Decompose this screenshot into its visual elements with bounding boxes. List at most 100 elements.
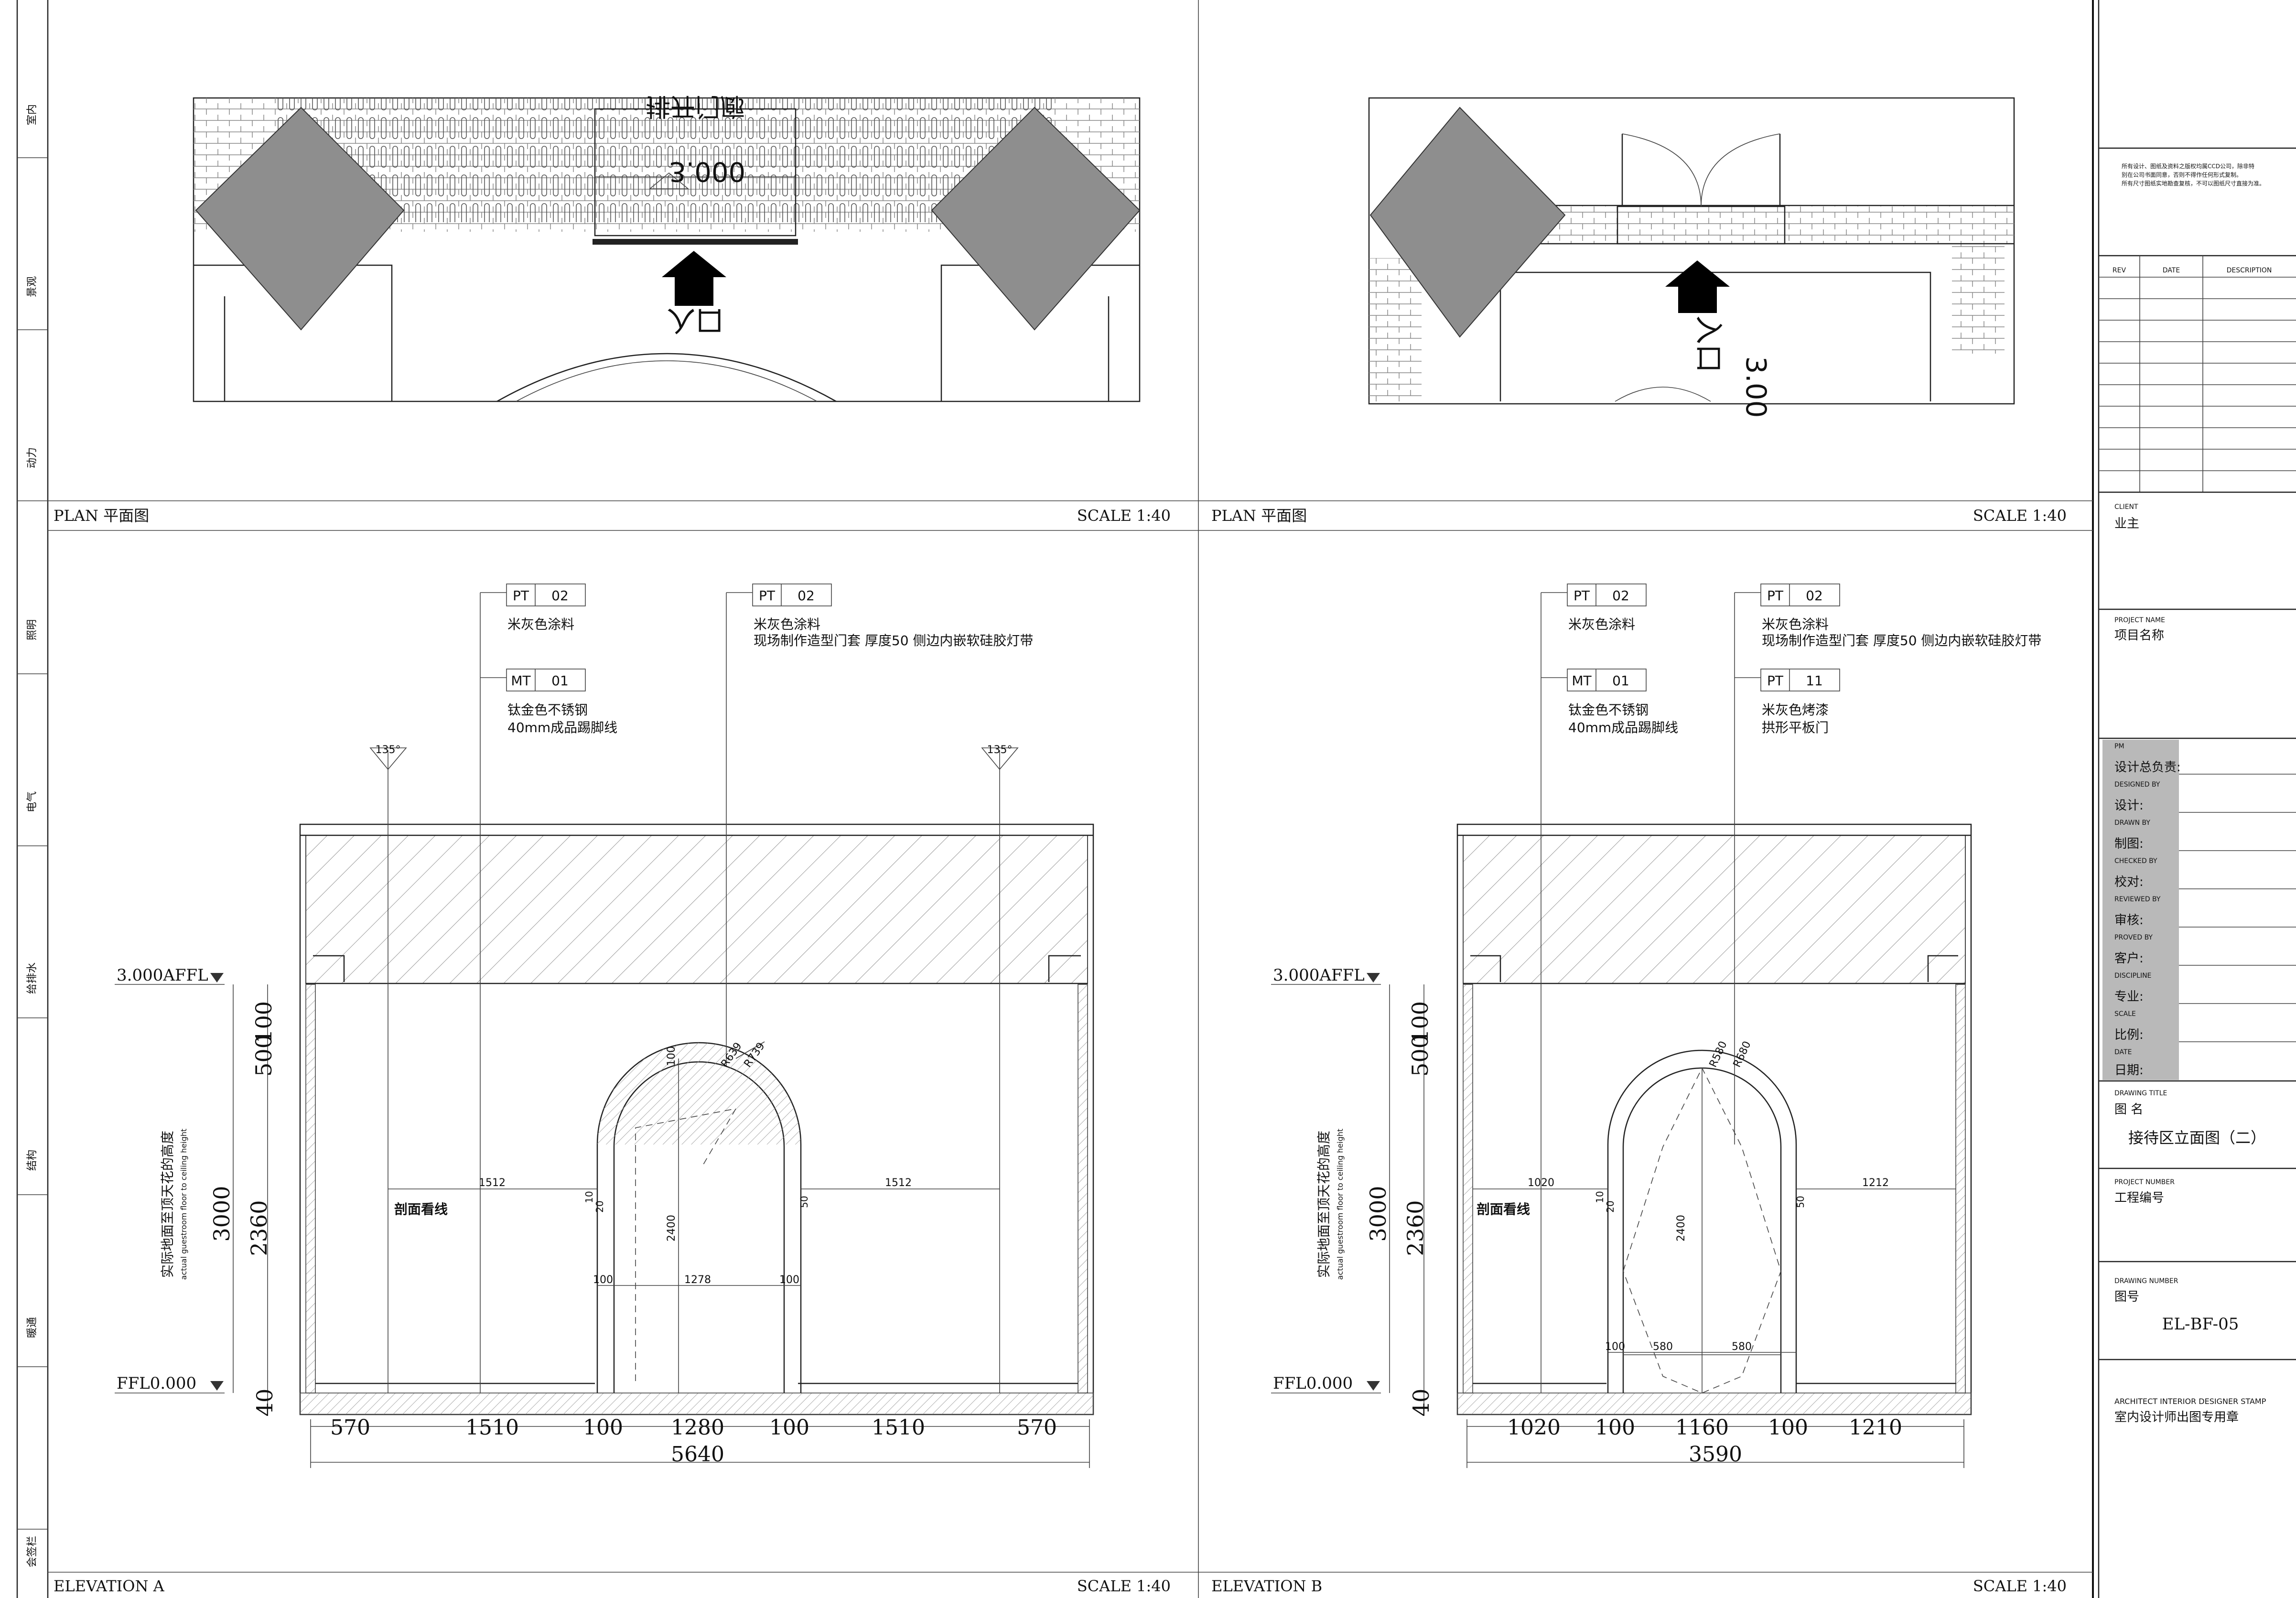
- elev-a-angle-left: 135°: [376, 744, 401, 756]
- elev-a-tag2-desc1: 钛金色不锈钢: [507, 702, 588, 718]
- elev-a-section-label: 剖面看线: [394, 1201, 448, 1217]
- elev-b-hdim-4: 1210: [1849, 1415, 1902, 1440]
- plan-b-title: PLAN 平面图: [1211, 507, 1307, 525]
- elev-a-scale: SCALE 1:40: [1077, 1577, 1171, 1595]
- strip-label: 室内: [26, 104, 38, 125]
- plan-a: 3.000 入口 排开门廊: [193, 92, 1141, 402]
- elev-b-tag2-code: MT: [1572, 673, 1592, 689]
- elev-b-title: ELEVATION B: [1211, 1577, 1322, 1595]
- role-cn: 审核:: [2114, 913, 2144, 928]
- strip-label: 暖通: [26, 1317, 38, 1338]
- elev-b-vdim-40: 40: [1408, 1389, 1434, 1417]
- plan-b-scale: SCALE 1:40: [1973, 507, 2067, 525]
- elev-b-inner-100: 100: [1605, 1341, 1625, 1353]
- elev-b-inner-left: 1020: [1528, 1177, 1554, 1189]
- plan-b: 入口 3.00: [1368, 97, 2015, 418]
- elev-b-inner-20: 20: [1605, 1200, 1616, 1212]
- elev-a-total: 5640: [671, 1442, 724, 1467]
- project-number-label: PROJECT NUMBER: [2114, 1178, 2175, 1186]
- elev-b-inner-50: 50: [1795, 1196, 1806, 1208]
- elev-b-tag4-num: 11: [1806, 673, 1823, 689]
- elev-b-vdim-2360: 2360: [1402, 1200, 1428, 1256]
- elev-a-inner-door: 1278: [684, 1274, 711, 1286]
- strip-label: 照明: [26, 619, 38, 640]
- plan-a-caption: 排开门廊: [646, 92, 745, 120]
- elev-a-inner-20: 20: [594, 1200, 605, 1212]
- elev-b-tag3-num: 02: [1806, 588, 1823, 604]
- elev-a-vnote-en: actual guestroom floor to ceiling height: [179, 1129, 188, 1280]
- role-en: REVIEWED BY: [2114, 896, 2161, 903]
- elev-a-hdim-5: 1510: [872, 1415, 925, 1440]
- elev-a-level-floor: FFL0.000: [117, 1374, 196, 1393]
- client-value: 业主: [2114, 517, 2139, 531]
- elev-b-hdim-3: 100: [1768, 1415, 1808, 1440]
- elev-a-inner-h: 2400: [666, 1215, 678, 1242]
- elev-a-tag3-desc2: 现场制作造型门套 厚度50 侧边内嵌软硅胶灯带: [754, 633, 1033, 648]
- elev-b-tag1-code: PT: [1574, 588, 1590, 604]
- elevation-a: [299, 592, 1094, 1415]
- role-cn: 设计总负责:: [2114, 760, 2181, 775]
- elev-b-level-floor: FFL0.000: [1273, 1374, 1353, 1393]
- role-cn: 专业:: [2114, 990, 2144, 1004]
- elev-b-inner-h: 2400: [1675, 1215, 1687, 1242]
- role-en: SCALE: [2114, 1010, 2136, 1018]
- elev-b-tag3-desc2: 现场制作造型门套 厚度50 侧边内嵌软硅胶灯带: [1762, 633, 2041, 648]
- elev-a-angle-right: 135°: [987, 744, 1013, 756]
- role-en: DESIGNED BY: [2114, 781, 2160, 788]
- role-en: DATE: [2114, 1048, 2132, 1056]
- note-line: 别在公司书面同意，否则不得作任何形式复制。: [2122, 171, 2242, 178]
- elev-a-tag1-num: 02: [551, 588, 569, 604]
- role-cn: 客户:: [2114, 951, 2144, 966]
- elev-b-inner-10: 10: [1594, 1191, 1606, 1203]
- elev-b-total: 3590: [1689, 1442, 1742, 1467]
- role-en: DRAWN BY: [2114, 819, 2150, 827]
- role-cn: 日期:: [2114, 1063, 2144, 1078]
- title-block: 所有设计、图纸及资料之版权均属CCD公司，除非特 别在公司书面同意，否则不得作任…: [2099, 147, 2296, 1425]
- elev-a-tag2-code: MT: [511, 673, 531, 689]
- stamp-label: ARCHITECT INTERIOR DESIGNER STAMP: [2114, 1397, 2266, 1406]
- strip-label: 景观: [26, 276, 38, 297]
- elev-a-vnote-cn: 实际地面至顶天花的高度: [160, 1131, 175, 1278]
- elev-a-vdim-500: 500: [251, 1035, 277, 1077]
- plan-a-level: 3.000: [669, 156, 745, 187]
- elev-b-hdim-2: 1160: [1675, 1415, 1729, 1440]
- project-name-label: PROJECT NAME: [2114, 616, 2165, 624]
- elev-b-tag4-desc2: 拱形平板门: [1762, 720, 1829, 735]
- elev-b-tag1-num: 02: [1612, 588, 1629, 604]
- elev-a-hdim-4: 100: [769, 1415, 809, 1440]
- elev-a-tag3-desc1: 米灰色涂料: [754, 616, 820, 632]
- elev-b-inner-580b: 580: [1732, 1341, 1752, 1353]
- elev-b-hdim-0: 1020: [1507, 1415, 1561, 1440]
- strip-label: 电气: [26, 791, 38, 812]
- elev-b-tags: PT 02 米灰色涂料 MT 01 钛金色不锈钢 40mm成品踢脚线 PT 02…: [1567, 583, 2041, 735]
- elev-a-inner-100c: 100: [666, 1046, 678, 1066]
- drawing-title-label: DRAWING TITLE: [2114, 1090, 2167, 1097]
- drawing-number-label: DRAWING NUMBER: [2114, 1277, 2178, 1285]
- elevation-b: [1456, 592, 1972, 1415]
- elev-b-level-top: 3.000AFFL: [1273, 966, 1365, 985]
- elev-b-tag3-desc1: 米灰色涂料: [1762, 616, 1829, 632]
- elev-b-vdim-3000: 3000: [1365, 1186, 1391, 1242]
- sheet-frame: [16, 0, 2100, 1598]
- elev-b-inner-right: 1212: [1862, 1177, 1889, 1189]
- elev-b-vnote-en: actual guestroom floor to ceiling height: [1336, 1129, 1345, 1280]
- elev-a-inner-100a: 100: [593, 1274, 613, 1286]
- role-en: DISCIPLINE: [2114, 972, 2151, 980]
- strip-label: 给排水: [26, 962, 38, 994]
- elev-a-inner-right: 1512: [885, 1177, 912, 1189]
- note-line: 所有设计、图纸及资料之版权均属CCD公司，除非特: [2122, 162, 2254, 170]
- elev-b-r1: R580: [1707, 1039, 1730, 1069]
- elev-b-tag3-code: PT: [1767, 588, 1784, 604]
- drawing-number-value: EL-BF-05: [2162, 1315, 2239, 1334]
- elev-a-vdim-3000: 3000: [209, 1186, 235, 1242]
- elev-b-section-label: 剖面看线: [1477, 1201, 1530, 1217]
- elev-a-hdim-6: 570: [1017, 1415, 1057, 1440]
- project-name-value: 项目名称: [2114, 628, 2164, 643]
- drawing-title-cn: 图 名: [2114, 1102, 2143, 1117]
- elev-b-scale: SCALE 1:40: [1973, 1577, 2067, 1595]
- role-en: CHECKED BY: [2114, 857, 2157, 865]
- elev-a-hdim-1: 1510: [465, 1415, 519, 1440]
- elev-b-tag2-desc1: 钛金色不锈钢: [1568, 702, 1649, 718]
- elev-b-vnote-cn: 实际地面至顶天花的高度: [1316, 1131, 1332, 1278]
